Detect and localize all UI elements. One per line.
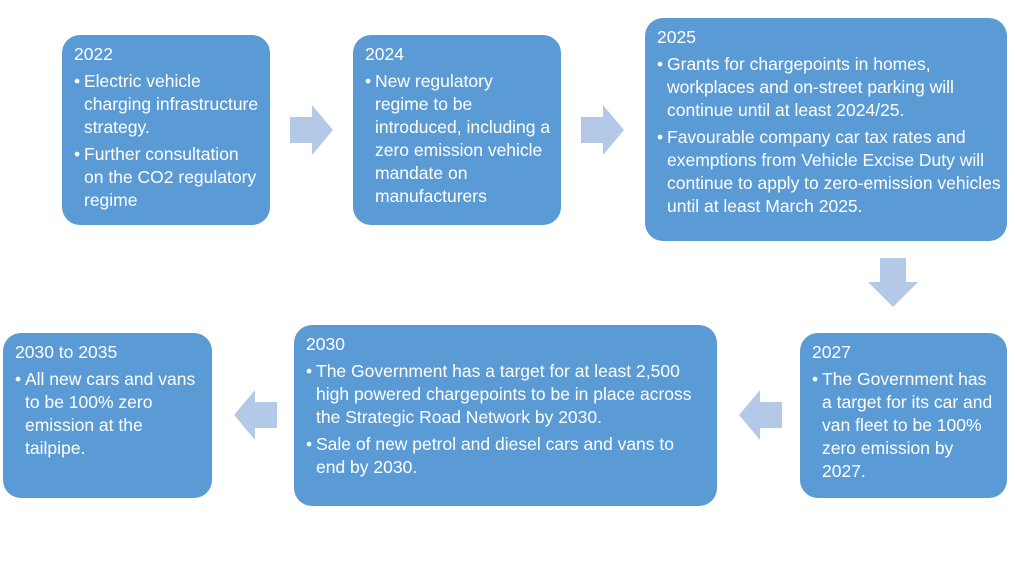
milestone-bullet: The Government has a target for at least… (306, 360, 707, 429)
milestone-2024-box: 2024 New regulatory regime to be introdu… (353, 35, 561, 225)
milestone-bullet: All new cars and vans to be 100% zero em… (15, 368, 202, 460)
milestone-bullets: New regulatory regime to be introduced, … (365, 70, 551, 208)
milestone-2022-box: 2022 Electric vehicle charging infrastru… (62, 35, 270, 225)
milestone-bullets: Electric vehicle charging infrastructure… (74, 70, 260, 212)
milestone-bullets: All new cars and vans to be 100% zero em… (15, 368, 202, 460)
milestone-title: 2030 to 2035 (15, 342, 118, 362)
milestone-2025-box: 2025 Grants for chargepoints in homes, w… (645, 18, 1007, 241)
arrow-left-icon (739, 390, 782, 440)
milestone-2030-box: 2030 The Government has a target for at … (294, 325, 717, 506)
arrow-down-icon (868, 258, 918, 307)
milestone-bullets: The Government has a target for at least… (306, 360, 707, 479)
arrow-right-icon (290, 105, 333, 155)
milestone-bullet: New regulatory regime to be introduced, … (365, 70, 551, 208)
milestone-title: 2030 (306, 334, 345, 354)
milestone-bullet: Electric vehicle charging infrastructure… (74, 70, 260, 139)
milestone-title: 2024 (365, 44, 404, 64)
milestone-bullet: Grants for chargepoints in homes, workpl… (657, 53, 1001, 122)
arrow-right-icon (581, 105, 624, 155)
milestone-bullet: Further consultation on the CO2 regulato… (74, 143, 260, 212)
milestone-bullets: The Government has a target for its car … (812, 368, 997, 483)
milestone-bullet: Sale of new petrol and diesel cars and v… (306, 433, 707, 479)
milestone-2027-box: 2027 The Government has a target for its… (800, 333, 1007, 498)
arrow-left-icon (234, 390, 277, 440)
milestone-bullet: The Government has a target for its car … (812, 368, 997, 483)
milestone-title: 2025 (657, 27, 696, 47)
milestone-bullets: Grants for chargepoints in homes, workpl… (657, 53, 1001, 218)
milestone-title: 2022 (74, 44, 113, 64)
milestone-title: 2027 (812, 342, 851, 362)
milestone-2030-2035-box: 2030 to 2035 All new cars and vans to be… (3, 333, 212, 498)
milestone-bullet: Favourable company car tax rates and exe… (657, 126, 1001, 218)
